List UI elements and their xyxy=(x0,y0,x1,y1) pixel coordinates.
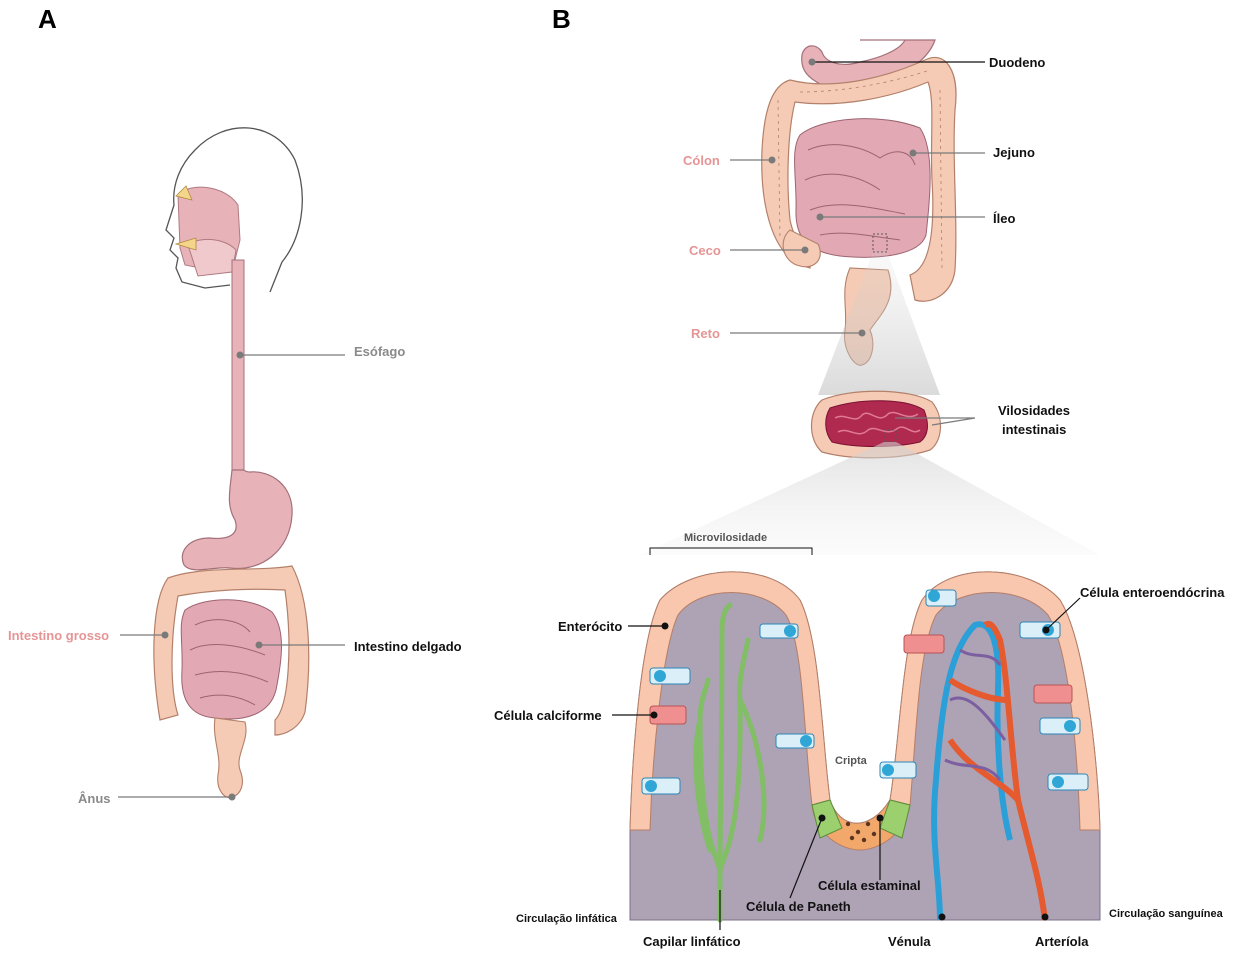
jejunum-marker xyxy=(910,150,917,157)
label-celula-estaminal: Célula estaminal xyxy=(818,878,921,893)
goblet-marker xyxy=(651,712,658,719)
anus-marker xyxy=(229,794,236,801)
goblet-cell-right-1 xyxy=(904,635,944,653)
label-colon: Cólon xyxy=(683,153,720,168)
label-intestino-delgado: Intestino delgado xyxy=(354,639,462,654)
stomach xyxy=(182,470,292,570)
small-intestine-marker xyxy=(256,642,263,649)
label-ceco: Ceco xyxy=(689,243,721,258)
large-intestine-marker xyxy=(162,632,169,639)
label-jejuno: Jejuno xyxy=(993,145,1035,160)
label-duodeno: Duodeno xyxy=(989,55,1045,70)
enteroendocrine-marker xyxy=(1043,627,1050,634)
label-cripta: Cripta xyxy=(835,755,868,767)
label-circulacao-linfatica: Circulação linfática xyxy=(516,913,618,925)
duodenum-marker xyxy=(809,59,816,66)
nasal-oral-cavity xyxy=(176,186,240,276)
label-venula: Vénula xyxy=(888,934,931,949)
venule-marker xyxy=(939,914,946,921)
arteriole-marker xyxy=(1042,914,1049,921)
label-celula-paneth: Célula de Paneth xyxy=(746,899,851,914)
label-anus: Ânus xyxy=(78,791,111,806)
ileum-marker xyxy=(817,214,824,221)
colon-marker xyxy=(769,157,776,164)
label-intestino-grosso: Intestino grosso xyxy=(8,628,109,643)
paneth-marker xyxy=(819,815,826,822)
enterocyte-marker xyxy=(662,623,669,630)
label-capilar-linfatico: Capilar linfático xyxy=(643,934,741,949)
esophagus xyxy=(232,260,244,478)
esophagus-marker xyxy=(237,352,244,359)
label-ileo: Íleo xyxy=(993,211,1015,226)
label-circulacao-sanguinea: Circulação sanguínea xyxy=(1109,908,1224,920)
small-intestine-b xyxy=(795,119,931,258)
small-intestine-a xyxy=(181,600,281,719)
label-celula-enteroendocrina: Célula enteroendócrina xyxy=(1080,585,1225,600)
label-arteriola: Arteríola xyxy=(1035,934,1089,949)
label-celula-calciforme: Célula calciforme xyxy=(494,708,602,723)
label-microvilosidade: Microvilosidade xyxy=(684,532,767,544)
label-vilosidades-2: intestinais xyxy=(1002,422,1066,437)
label-vilosidades-1: Vilosidades xyxy=(998,403,1070,418)
villi-detail xyxy=(630,572,1100,920)
rectum-marker xyxy=(859,330,866,337)
label-esofago: Esófago xyxy=(354,344,405,359)
panel-label-b: B xyxy=(552,4,571,34)
panel-label-a: A xyxy=(38,4,57,34)
stem-cell-marker xyxy=(877,815,884,822)
cecum-marker xyxy=(802,247,809,254)
label-enterocito: Enterócito xyxy=(558,619,622,634)
label-reto: Reto xyxy=(691,326,720,341)
goblet-cell-right-2 xyxy=(1034,685,1072,703)
rectum-a xyxy=(214,718,246,798)
